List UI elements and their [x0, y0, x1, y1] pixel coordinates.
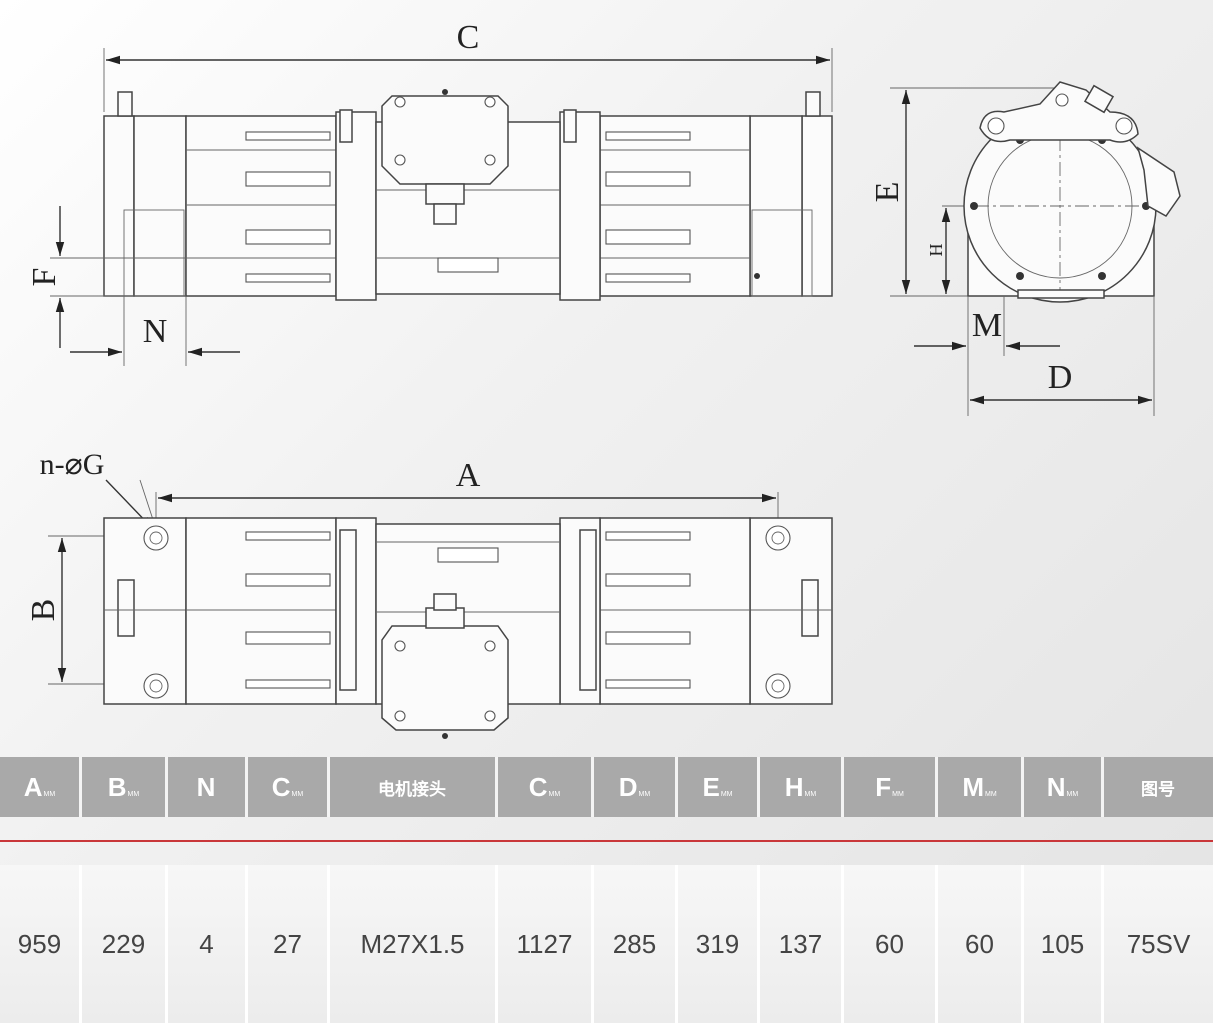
dim-b-label: B — [25, 599, 62, 622]
table-row: 959 229 4 27 M27X1.5 1127 285 319 137 60… — [0, 865, 1213, 1023]
cell-c: 1127 — [498, 865, 594, 1023]
dim-n-label: N — [143, 313, 168, 350]
cell-e: 319 — [678, 865, 760, 1023]
dim-d-label: D — [1048, 359, 1073, 396]
dim-a-label: A — [456, 457, 481, 494]
top-view: A n-⌀G B — [25, 448, 833, 739]
dim-h-label: H — [926, 244, 946, 257]
dim-c-label: C — [457, 19, 480, 56]
dim-e-label: E — [869, 182, 906, 203]
dim-m-label: M — [972, 307, 1002, 344]
cell-h: 137 — [760, 865, 844, 1023]
header-motor-connector: 电机接头 — [330, 757, 498, 817]
header-n: N — [168, 757, 248, 817]
dim-f-label: F — [26, 268, 63, 287]
cell-c-small: 27 — [248, 865, 330, 1023]
cell-d: 285 — [594, 865, 678, 1023]
cell-b: 229 — [82, 865, 168, 1023]
accent-divider — [0, 840, 1213, 842]
dim-ng-label: n-⌀G — [40, 448, 105, 481]
technical-drawing: C — [25, 19, 1181, 739]
front-view: C — [26, 19, 833, 366]
cell-n-mm: 105 — [1024, 865, 1104, 1023]
cell-f: 60 — [844, 865, 938, 1023]
header-drawing-no: 图号 — [1104, 757, 1213, 817]
side-view: E H M D — [869, 81, 1181, 416]
cell-a: 959 — [0, 865, 82, 1023]
cell-motor-connector: M27X1.5 — [330, 865, 498, 1023]
cell-n: 4 — [168, 865, 248, 1023]
cell-m: 60 — [938, 865, 1024, 1023]
cell-drawing-no: 75SV — [1104, 865, 1213, 1023]
